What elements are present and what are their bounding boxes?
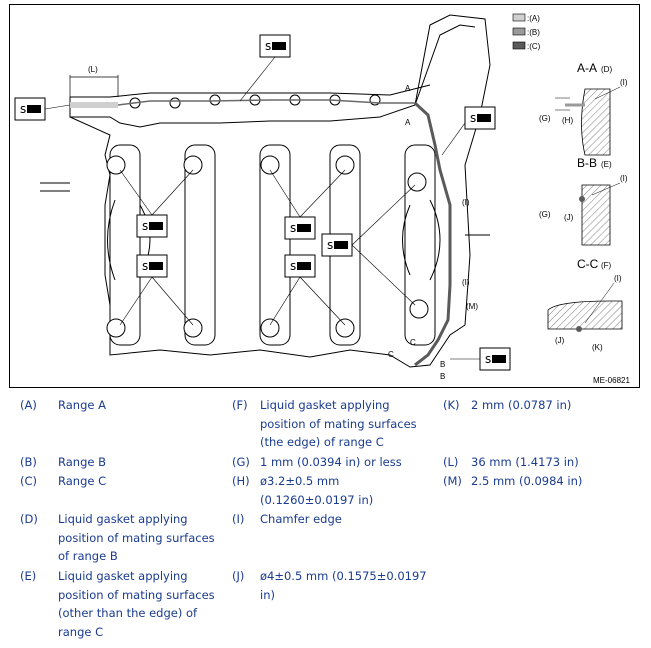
legend-key: (J) [232,569,245,583]
section-cc-ref: (F) [601,261,612,270]
callout-j-cc: (J) [555,336,565,345]
swatch-range-a [512,13,526,22]
legend-text: Liquid gasket applying position of matin… [58,569,215,639]
legend-key: (K) [443,398,460,412]
callout-h: (H) [562,116,573,125]
swatch-label-a: :(A) [527,14,540,23]
svg-text:s: s [142,219,148,233]
swatch-range-c [512,41,526,50]
callout-g-aa: (G) [539,114,551,123]
legend-key: (I) [232,512,245,526]
legend-text: Liquid gasket applying position of matin… [58,512,215,563]
cylinder-block [40,14,491,368]
legend-text: Range C [58,474,107,488]
section-aa: A-A (D) (G) (H) (I) [539,61,628,156]
svg-text:s: s [470,111,476,125]
section-bb: B-B (E) (G) (J) (I) [539,156,628,246]
legend-key: (E) [20,569,37,583]
legend-key: (F) [232,398,248,412]
section-marker-b-top: B [440,360,445,369]
section-aa-title: A-A [577,61,597,75]
legend-key: (B) [20,455,37,469]
section-aa-ref: (D) [601,65,612,74]
svg-text:s: s [142,259,148,273]
legend-text: 2.5 mm (0.0984 in) [471,474,583,488]
section-cc: C-C (F) (J) (K) (I) [547,257,623,352]
section-marker-a-bottom: A [405,118,411,127]
range-b-line [117,99,415,106]
legend-text: ø4±0.5 mm (0.1575±0.0197 in) [260,569,427,602]
range-c-line [413,101,452,367]
callout-i-bb: (I) [620,174,628,183]
section-cc-title: C-C [577,257,599,271]
section-marker-a-top: A [405,84,411,93]
svg-text:s: s [327,238,333,252]
dimension-l [69,75,119,97]
leader-lines [44,56,480,360]
svg-text:s: s [20,102,26,116]
legend-key: (L) [443,455,459,469]
engine-block-diagram: :(A) :(B) :(C) [9,4,640,388]
callout-j-bb: (J) [564,213,574,222]
callout-i-lower: (I) [462,278,470,287]
legend-text: Range A [58,398,106,412]
legend-key: (M) [443,474,462,488]
upper-holes [129,94,381,109]
callout-l: (L) [88,65,98,74]
svg-text:s: s [290,221,296,235]
swatch-range-b [512,27,526,36]
svg-text:s: s [265,39,271,53]
legend-key: (H) [232,474,250,488]
legend-key: (A) [20,398,37,412]
section-bb-title: B-B [577,156,597,170]
legend-text: Range B [58,455,106,469]
callout-i-block: (I) [462,198,470,207]
legend-text: Chamfer edge [260,512,342,526]
section-bb-ref: (E) [601,160,612,169]
callout-m: (M) [466,302,478,311]
diagram-svg: :(A) :(B) :(C) [14,13,630,385]
section-marker-c-left: C [388,350,394,359]
svg-text:s: s [485,352,491,366]
callout-i-cc: (I) [614,274,622,283]
legend-text: 36 mm (1.4173 in) [471,455,579,469]
svg-text:s: s [290,259,296,273]
legend-text: ø3.2±0.5 mm (0.1260±0.0197 in) [260,474,374,507]
legend-text: 1 mm (0.0394 in) or less [260,455,402,469]
legend-key: (C) [20,474,38,488]
legend-text: Liquid gasket applying position of matin… [260,398,417,449]
section-marker-b-bottom: B [440,372,445,381]
swatch-label-c: :(C) [527,42,541,51]
legend-key: (G) [232,455,250,469]
swatch-label-b: :(B) [527,28,540,37]
bolt-bosses [106,155,429,338]
callout-k: (K) [592,343,603,352]
callout-i-aa: (I) [620,78,628,87]
figure-code: ME-06821 [593,376,630,385]
legend-text: 2 mm (0.0787 in) [471,398,572,412]
section-marker-c-top: C [410,338,416,347]
callout-g-bb: (G) [539,210,551,219]
gasket-icons: s s s s s s s s s [14,34,511,371]
legend-key: (D) [20,512,38,526]
range-swatch-legend: :(A) :(B) :(C) [512,13,541,51]
